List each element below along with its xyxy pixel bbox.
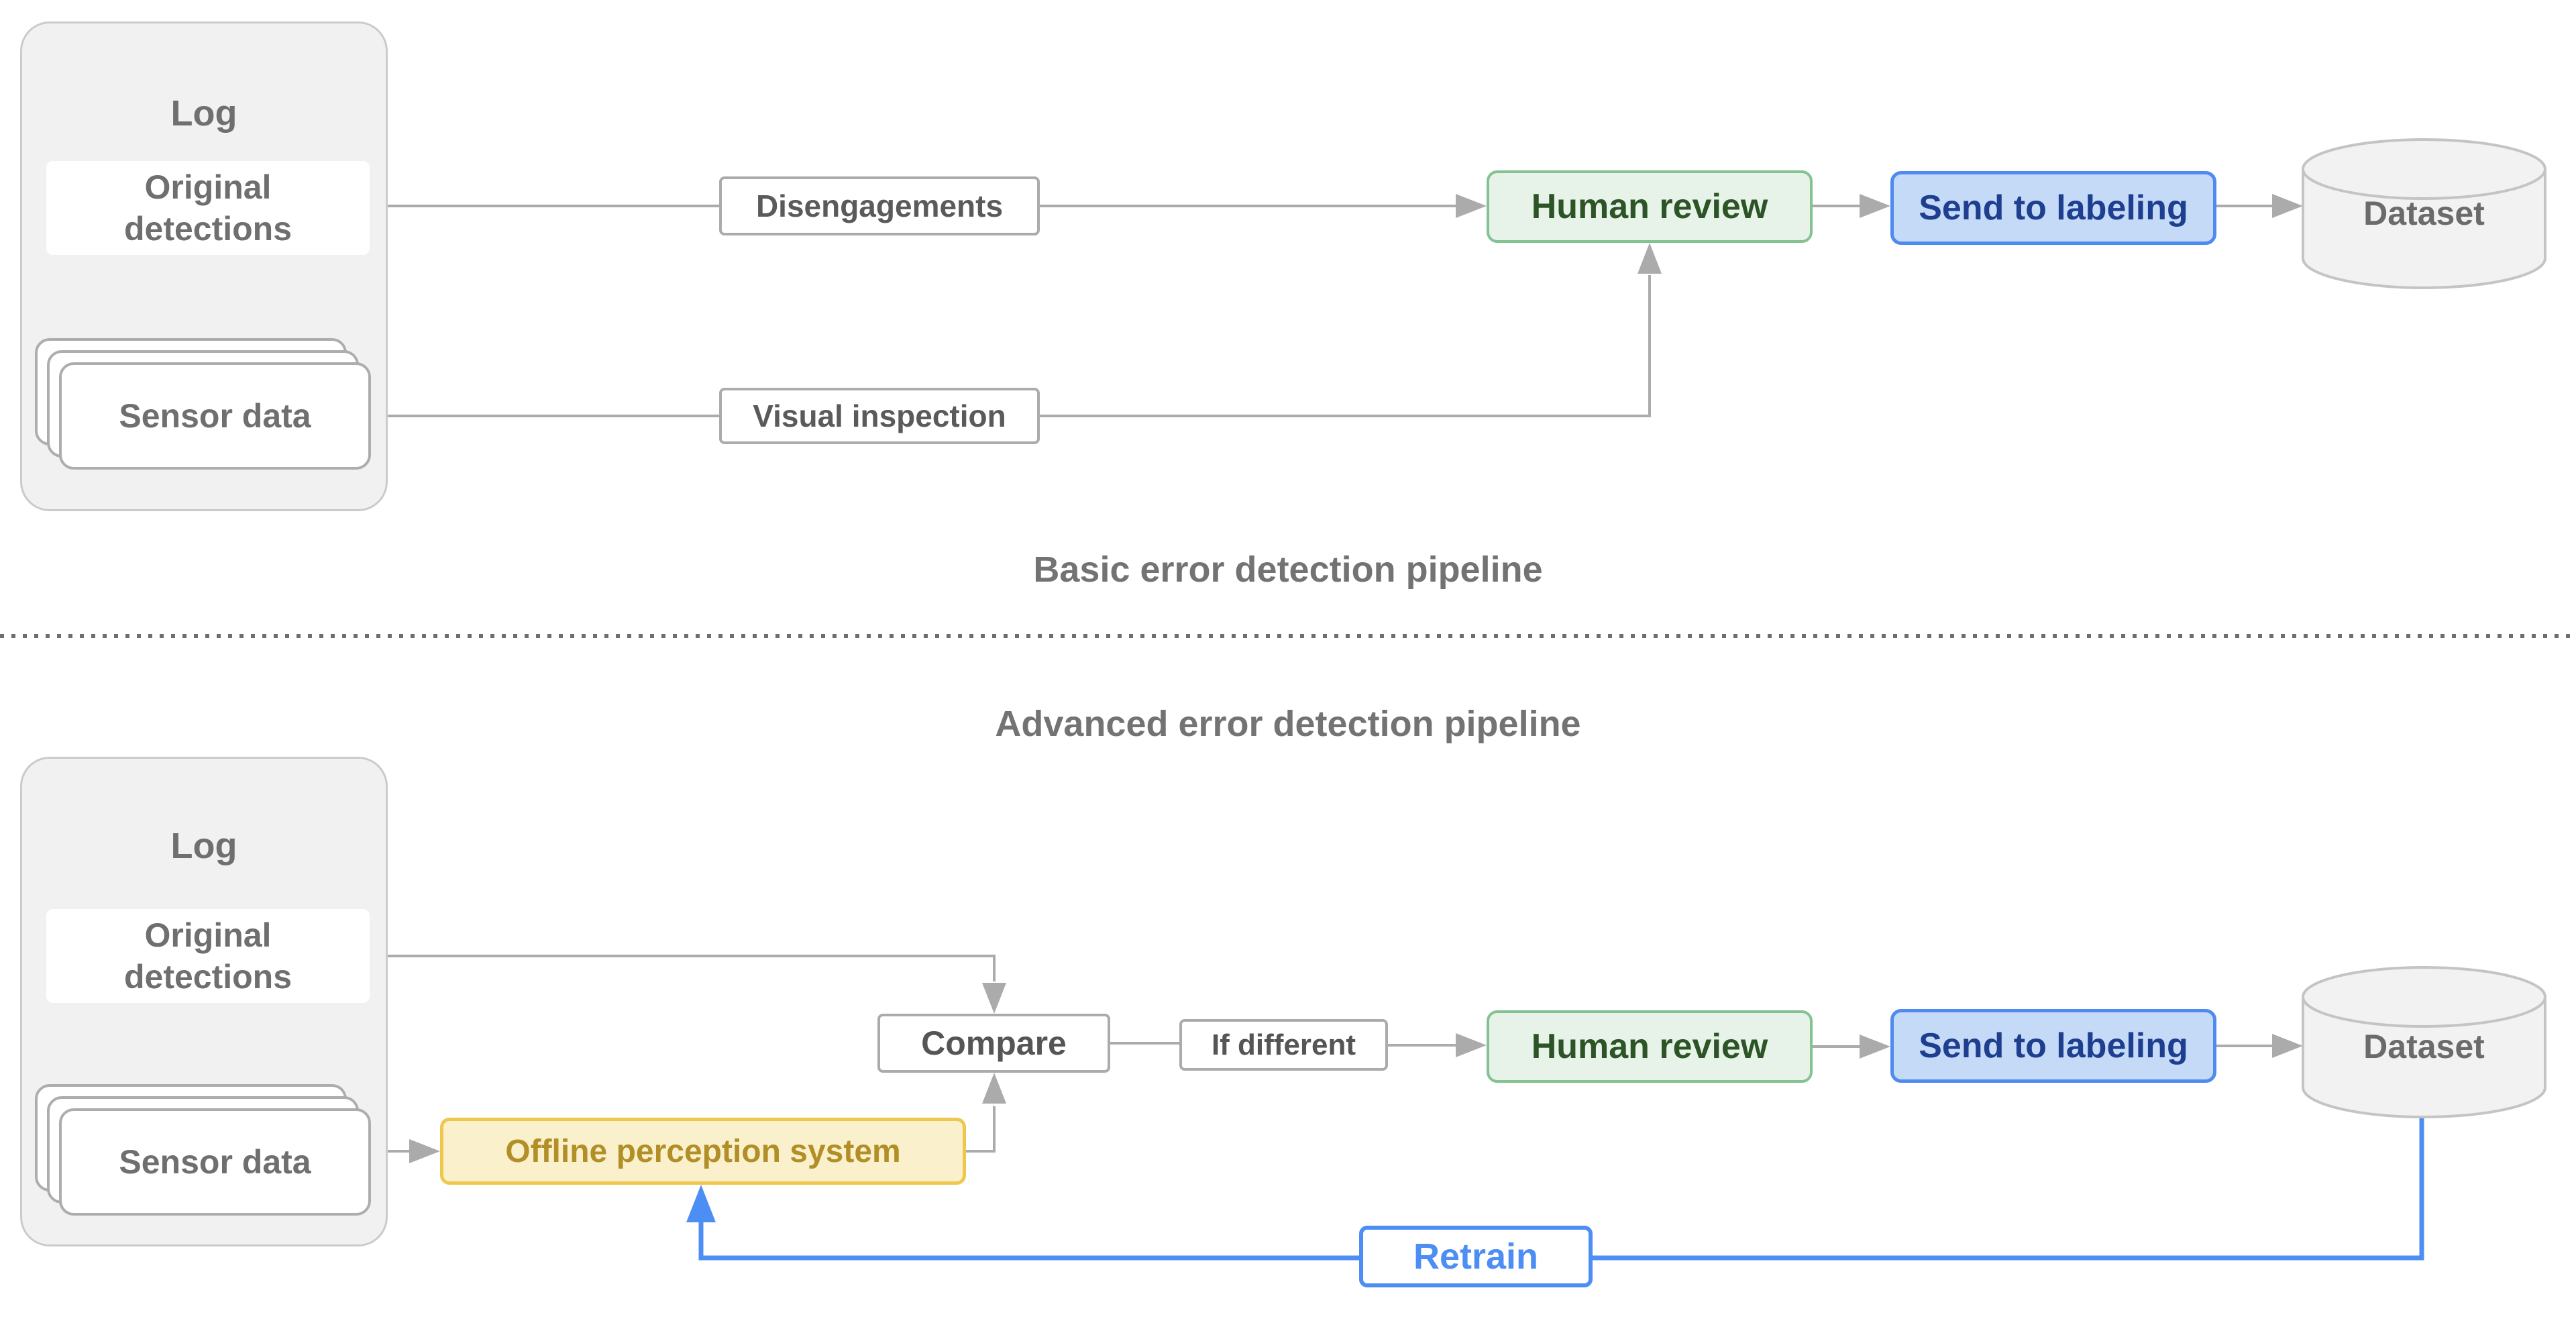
dataset-database-shape — [2302, 138, 2546, 289]
retrain-box: Retrain — [1359, 1226, 1593, 1287]
dataset2-database-shape — [2302, 966, 2546, 1118]
arrowhead-down-into-compare-icon — [982, 983, 1006, 1014]
dataset-label-advanced: Dataset — [2363, 1028, 2485, 1065]
sensor-data-advanced: Sensor data — [59, 1108, 371, 1216]
arrowhead-into-dataset-icon — [2272, 194, 2303, 218]
wire-visualinspection-to-humanreview — [1040, 275, 1651, 417]
send-to-labeling-box-basic: Send to labeling — [1890, 171, 2216, 245]
wire-offline-to-compare — [966, 1106, 996, 1153]
arrowhead-into-send-to-labeling2-icon — [1860, 1034, 1890, 1059]
offline-perception-box: Offline perception system — [440, 1118, 966, 1185]
arrowhead-retrain-into-offline-icon — [686, 1185, 716, 1222]
basic-pipeline-title: Basic error detection pipeline — [1033, 549, 1543, 590]
visual-inspection-box: Visual inspection — [719, 388, 1040, 444]
sensor-data-basic: Sensor data — [59, 362, 371, 470]
arrowhead-up-into-human-review-icon — [1638, 243, 1662, 274]
if-different-box: If different — [1179, 1019, 1388, 1071]
arrowhead-into-dataset2-icon — [2272, 1034, 2303, 1058]
original-detections-basic: Original detections — [46, 161, 370, 255]
original-detections-advanced: Original detections — [46, 909, 370, 1003]
human-review-box-advanced: Human review — [1487, 1010, 1813, 1083]
sensor-data-label-advanced: Sensor data — [119, 1143, 311, 1181]
arrowhead-into-human-review2-icon — [1456, 1033, 1487, 1057]
arrowhead-into-send-to-labeling-icon — [1860, 194, 1890, 218]
wire-origdet-to-compare — [370, 955, 996, 981]
arrowhead-up-into-compare-icon — [982, 1073, 1006, 1104]
advanced-pipeline-title: Advanced error detection pipeline — [995, 704, 1581, 744]
human-review-box-basic: Human review — [1487, 170, 1813, 243]
arrowhead-into-offline-perception-icon — [409, 1139, 440, 1163]
log-title-advanced: Log — [170, 826, 237, 866]
sensor-data-label-basic: Sensor data — [119, 397, 311, 435]
arrowhead-into-human-review-icon — [1456, 194, 1487, 218]
disengagements-box: Disengagements — [719, 176, 1040, 235]
dataset-label-basic: Dataset — [2363, 195, 2485, 232]
send-to-labeling-box-advanced: Send to labeling — [1890, 1009, 2216, 1083]
log-title-basic: Log — [170, 93, 237, 134]
compare-box: Compare — [877, 1014, 1110, 1073]
